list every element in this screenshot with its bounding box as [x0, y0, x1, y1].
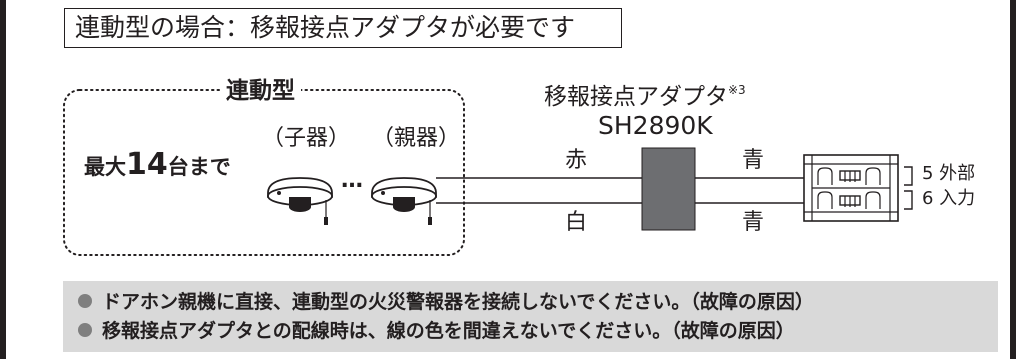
caution-note-1: ドアホン親機に直接、連動型の火災警報器を接続しないでください。（故障の原因） — [78, 293, 814, 312]
caution-notes-area — [63, 281, 998, 352]
terminal-label-6: 6 入力 — [922, 188, 976, 209]
caution-note-2-text: 移報接点アダプタとの配線時は、線の色を間違えないでください。（故障の原因） — [102, 320, 795, 342]
max-number: 14 — [126, 147, 168, 182]
max-units-label: 最大14台まで — [84, 150, 231, 180]
left-frame-bar — [0, 0, 6, 359]
adapter-name: 移報接点アダプタ — [544, 84, 728, 110]
bullet-icon — [78, 293, 92, 308]
adapter-name-label: 移報接点アダプタ※3 — [544, 83, 746, 110]
wire-label-blue-top: 青 — [742, 148, 765, 173]
caution-note-2: 移報接点アダプタとの配線時は、線の色を間違えないでください。（故障の原因） — [78, 322, 795, 341]
wire-label-blue-bottom: 青 — [742, 210, 765, 235]
wires-left — [436, 177, 642, 204]
child-unit-label: （子器） — [262, 126, 351, 151]
max-suffix: 台まで — [167, 155, 231, 179]
bullet-icon — [78, 322, 92, 337]
child-detector-icon — [267, 177, 333, 225]
wires-right — [695, 177, 812, 204]
terminal-label-5: 5 外部 — [922, 163, 976, 184]
parent-detector-icon — [371, 177, 437, 225]
interlock-type-label: 連動型 — [220, 80, 301, 103]
caution-note-1-text: ドアホン親機に直接、連動型の火災警報器を接続しないでください。（故障の原因） — [102, 291, 814, 313]
wire-label-white: 白 — [565, 210, 588, 235]
diagram-title: 連動型の場合：移報接点アダプタが必要です — [64, 8, 622, 48]
terminal-brackets — [904, 166, 913, 210]
parent-unit-label: （親器） — [372, 126, 461, 151]
units-ellipsis: … — [341, 168, 363, 193]
max-prefix: 最大 — [84, 155, 126, 179]
terminal-block-icon — [803, 154, 899, 222]
adapter-model-label: SH2890K — [598, 111, 713, 140]
wire-label-red: 赤 — [565, 148, 588, 173]
adapter-note-mark: ※3 — [728, 83, 746, 97]
adapter-box — [641, 147, 696, 231]
right-frame-bar — [1010, 0, 1016, 359]
